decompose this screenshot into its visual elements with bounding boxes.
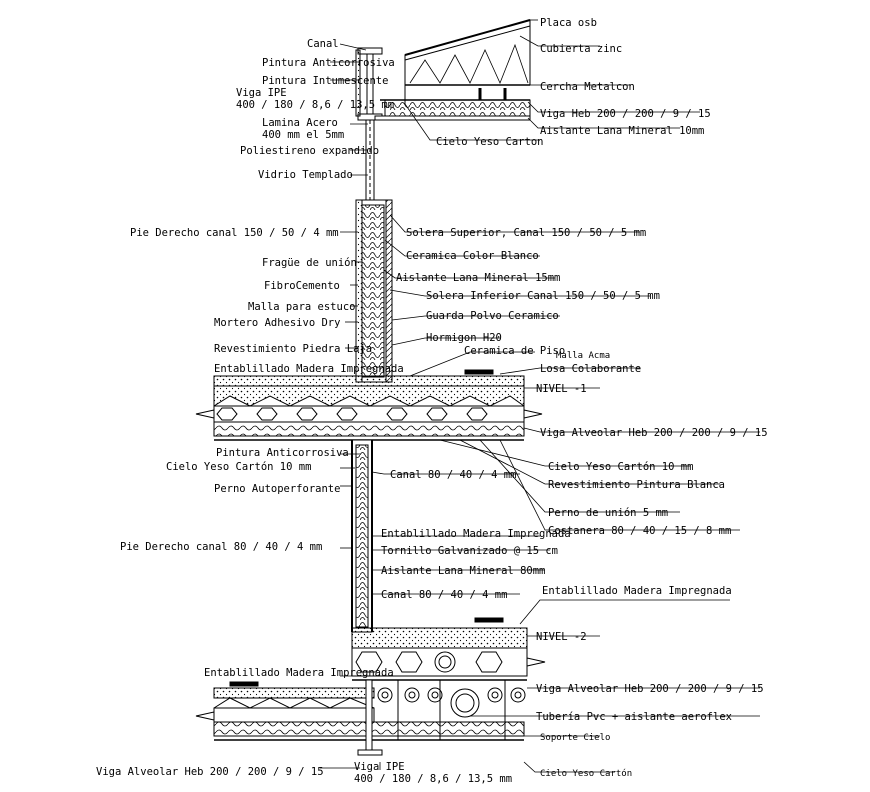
label-viga-alveolar-1: Viga Alveolar Heb 200 / 200 / 9 / 15 — [540, 427, 768, 439]
label-pintura-anticorrosiva-mid: Pintura Anticorrosiva — [216, 447, 349, 459]
label-aislante-lana-10: Aislante Lana Mineral 10mm — [540, 125, 704, 137]
label-tuberia: Tubería Pvc + aislante aeroflex — [536, 711, 732, 723]
annotation-labels: Placa osb Cubierta zinc Cercha Metalcon … — [96, 17, 768, 785]
label-cielo-yeso-top: Cielo Yeso Carton — [436, 136, 543, 148]
label-malla-acma: Malla Acma — [556, 351, 610, 361]
label-canal-80-upper: Canal 80 / 40 / 4 mm — [390, 469, 516, 481]
label-perno-autoperforante: Perno Autoperforante — [214, 483, 340, 495]
floor-slab-level-1 — [195, 369, 543, 441]
label-perno-union: Perno de unión 5 mm — [548, 507, 668, 519]
label-fibrocemento: FibroCemento — [264, 280, 340, 292]
label-cielo-yeso-10-right: Cielo Yeso Cartón 10 mm — [548, 461, 693, 473]
label-pintura-intumescente: Pintura Intumescente — [262, 75, 388, 87]
label-entablillado-3: Entablillado Madera Impregnada — [542, 585, 732, 597]
label-viga-ipe-bottom: Viga IPE — [354, 761, 405, 773]
label-pintura-anticorrosiva-top: Pintura Anticorrosiva — [262, 57, 395, 69]
label-costanera: Costanera 80 / 40 / 15 / 8 mm — [548, 525, 731, 537]
label-cielo-yeso-bottom: Cielo Yeso Cartón — [540, 768, 632, 779]
label-cielo-yeso-10-left: Cielo Yeso Cartón 10 mm — [166, 461, 311, 473]
label-cubierta-zinc: Cubierta zinc — [540, 43, 622, 55]
label-viga-alveolar-2: Viga Alveolar Heb 200 / 200 / 9 / 15 — [536, 683, 764, 695]
label-tornillo: Tornillo Galvanizado @ 15 cm — [381, 545, 558, 557]
label-pie-derecho-80: Pie Derecho canal 80 / 40 / 4 mm — [120, 541, 322, 553]
label-guarda-polvo: Guarda Polvo Ceramico — [426, 310, 559, 322]
label-losa-colaborante: Losa Colaborante — [540, 363, 641, 375]
glazing-strip — [365, 119, 375, 201]
label-aislante-lana-15: Aislante Lana Mineral 15mm — [396, 272, 560, 284]
label-viga-ipe-top: Viga IPE — [236, 87, 287, 99]
label-entablillado-1: Entablillado Madera Impregnada — [214, 363, 404, 375]
label-revestimiento-piedra: Revestimiento Piedra Laja — [214, 343, 372, 355]
label-hormigon: Hormigon H20 — [426, 332, 502, 344]
label-entablillado-2: Entablillado Madera Impregnada — [381, 528, 571, 540]
label-viga-ipe-bottom-dims: 400 / 180 / 8,6 / 13,5 mm — [354, 773, 512, 785]
roof-assembly — [380, 19, 531, 105]
label-malla-estuco: Malla para estuco — [248, 301, 355, 313]
label-solera-superior: Solera Superior, Canal 150 / 50 / 5 mm — [406, 227, 646, 239]
label-vidrio-templado: Vidrio Templado — [258, 169, 353, 181]
bottom-slab — [195, 679, 525, 756]
label-canal: Canal — [307, 38, 339, 50]
label-viga-alveolar-bottom: Viga Alveolar Heb 200 / 200 / 9 / 15 — [96, 766, 324, 778]
label-solera-inferior: Solera Inferior Canal 150 / 50 / 5 mm — [426, 290, 660, 302]
label-ceramica-piso: Ceramica de Piso — [464, 345, 565, 357]
label-placa-osb: Placa osb — [540, 17, 597, 29]
label-mortero: Mortero Adhesivo Dry — [214, 317, 340, 329]
label-pie-derecho-150: Pie Derecho canal 150 / 50 / 4 mm — [130, 227, 339, 239]
label-revestimiento-pintura: Revestimiento Pintura Blanca — [548, 479, 725, 491]
label-soporte-cielo: Soporte Cielo — [540, 733, 610, 743]
label-viga-ipe-top-dims: 400 / 180 / 8,6 / 13,5 mm — [236, 99, 394, 111]
lower-wall — [351, 439, 373, 633]
top-heb-ceiling — [374, 88, 531, 121]
label-canal-80-lower: Canal 80 / 40 / 4 mm — [381, 589, 507, 601]
label-nivel-2: NIVEL -2 — [536, 631, 587, 643]
label-nivel-1: NIVEL -1 — [536, 383, 587, 395]
label-ceramica-blanco: Ceramica Color Blanco — [406, 250, 539, 262]
label-aislante-lana-80: Aislante Lana Mineral 80mm — [381, 565, 545, 577]
label-poliestireno: Poliestireno expandido — [240, 145, 379, 157]
label-viga-heb-top: Viga Heb 200 / 200 / 9 / 15 — [540, 108, 711, 120]
label-lamina-acero: Lamina Acero — [262, 117, 338, 129]
label-fragua: Fragüe de unión — [262, 257, 357, 269]
label-lamina-acero-dims: 400 mm el 5mm — [262, 129, 344, 141]
label-cercha-metalcon: Cercha Metalcon — [540, 81, 635, 93]
leader-lines — [320, 19, 760, 773]
floor-slab-level-2 — [351, 617, 546, 681]
label-entablillado-4: Entablillado Madera Impregnada — [204, 667, 394, 679]
pipes-and-ceiling-supports — [377, 680, 526, 740]
